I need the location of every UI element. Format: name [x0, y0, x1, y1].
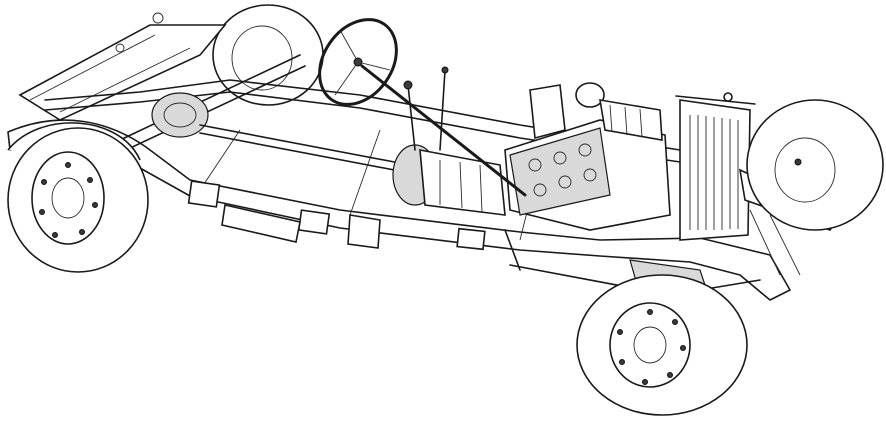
rear-axle	[119, 54, 306, 151]
transmission	[392, 66, 506, 216]
rear-panel	[18, 12, 227, 121]
rear-left-wheel	[7, 122, 149, 273]
rear-right-wheel	[212, 4, 324, 106]
steering-wheel	[318, 18, 398, 106]
engine-block	[504, 82, 671, 231]
steering-column	[360, 64, 527, 197]
radiator	[675, 92, 756, 241]
front-left-wheel	[746, 99, 884, 231]
front-right-wheel	[576, 274, 748, 416]
drive-shaft	[199, 124, 411, 174]
